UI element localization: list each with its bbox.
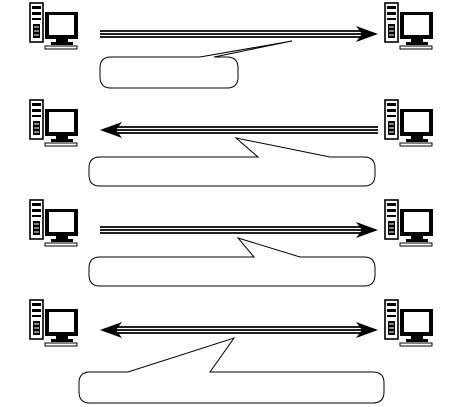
- drive-bay: [32, 103, 41, 106]
- computer-right-4: [384, 299, 433, 347]
- drive-bay: [387, 18, 396, 20]
- keyboard: [44, 45, 78, 50]
- monitor-stand: [56, 236, 68, 239]
- monitor-base: [51, 139, 73, 142]
- monitor-base: [406, 239, 428, 242]
- callout-shape: [78, 337, 385, 404]
- drive-bay: [387, 103, 396, 106]
- monitor-screen: [404, 112, 429, 132]
- monitor-stand: [56, 39, 68, 42]
- monitor-stand: [56, 136, 68, 139]
- computer-right-2: [384, 99, 433, 147]
- monitor-screen: [404, 15, 429, 35]
- drive-bay: [387, 303, 396, 306]
- drive-bay: [387, 209, 396, 212]
- drive-bay: [32, 12, 41, 15]
- drive-bay: [387, 215, 396, 217]
- monitor-stand: [411, 336, 423, 339]
- transfer-arrow-2: [100, 122, 378, 138]
- drive-bay: [387, 109, 396, 112]
- transfer-arrow-1: [100, 26, 378, 42]
- monitor-stand: [411, 236, 423, 239]
- drive-bay: [387, 315, 396, 317]
- arrowhead-left: [100, 122, 122, 138]
- keyboard: [399, 242, 433, 247]
- monitor-screen: [404, 212, 429, 232]
- computer-left-2: [29, 99, 78, 147]
- keyboard: [399, 142, 433, 147]
- drive-bay: [387, 309, 396, 312]
- drive-bay: [32, 18, 41, 20]
- keyboard: [44, 242, 78, 247]
- drive-bay: [32, 203, 41, 206]
- monitor-stand: [411, 136, 423, 139]
- arrowhead-left: [100, 322, 122, 338]
- drive-bay: [387, 115, 396, 117]
- callout-bubble-4: [78, 337, 385, 404]
- drive-bay: [32, 109, 41, 112]
- computer-right-1: [384, 2, 433, 50]
- monitor-screen: [404, 312, 429, 332]
- drive-bay: [32, 309, 41, 312]
- monitor-screen: [49, 212, 74, 232]
- arrowhead-right: [356, 222, 378, 238]
- monitor-base: [406, 42, 428, 45]
- drive-bay: [32, 303, 41, 306]
- keyboard: [44, 342, 78, 347]
- callout-bubble-1: [99, 40, 293, 89]
- drive-bay: [387, 6, 396, 9]
- monitor-base: [406, 139, 428, 142]
- drive-bay: [32, 315, 41, 317]
- monitor-base: [51, 42, 73, 45]
- drive-bay: [32, 209, 41, 212]
- drive-bay: [32, 215, 41, 217]
- keyboard: [399, 342, 433, 347]
- drive-bay: [387, 12, 396, 15]
- callout-shape: [88, 137, 376, 187]
- monitor-base: [51, 339, 73, 342]
- keyboard: [44, 142, 78, 147]
- callout-bubble-3: [88, 237, 376, 287]
- transfer-arrow-4: [100, 322, 378, 338]
- computer-left-3: [29, 199, 78, 247]
- monitor-screen: [49, 112, 74, 132]
- monitor-stand: [56, 336, 68, 339]
- monitor-screen: [49, 15, 74, 35]
- callout-shape: [88, 237, 376, 287]
- callout-shape: [99, 40, 293, 89]
- monitor-screen: [49, 312, 74, 332]
- computer-right-3: [384, 199, 433, 247]
- monitor-base: [406, 339, 428, 342]
- drive-bay: [387, 203, 396, 206]
- computer-left-4: [29, 299, 78, 347]
- keyboard: [399, 45, 433, 50]
- drive-bay: [32, 115, 41, 117]
- computer-left-1: [29, 2, 78, 50]
- drive-bay: [32, 6, 41, 9]
- transfer-arrow-3: [100, 222, 378, 238]
- arrowhead-right: [356, 26, 378, 42]
- monitor-base: [51, 239, 73, 242]
- monitor-stand: [411, 39, 423, 42]
- arrowhead-right: [356, 322, 378, 338]
- callout-bubble-2: [88, 137, 376, 187]
